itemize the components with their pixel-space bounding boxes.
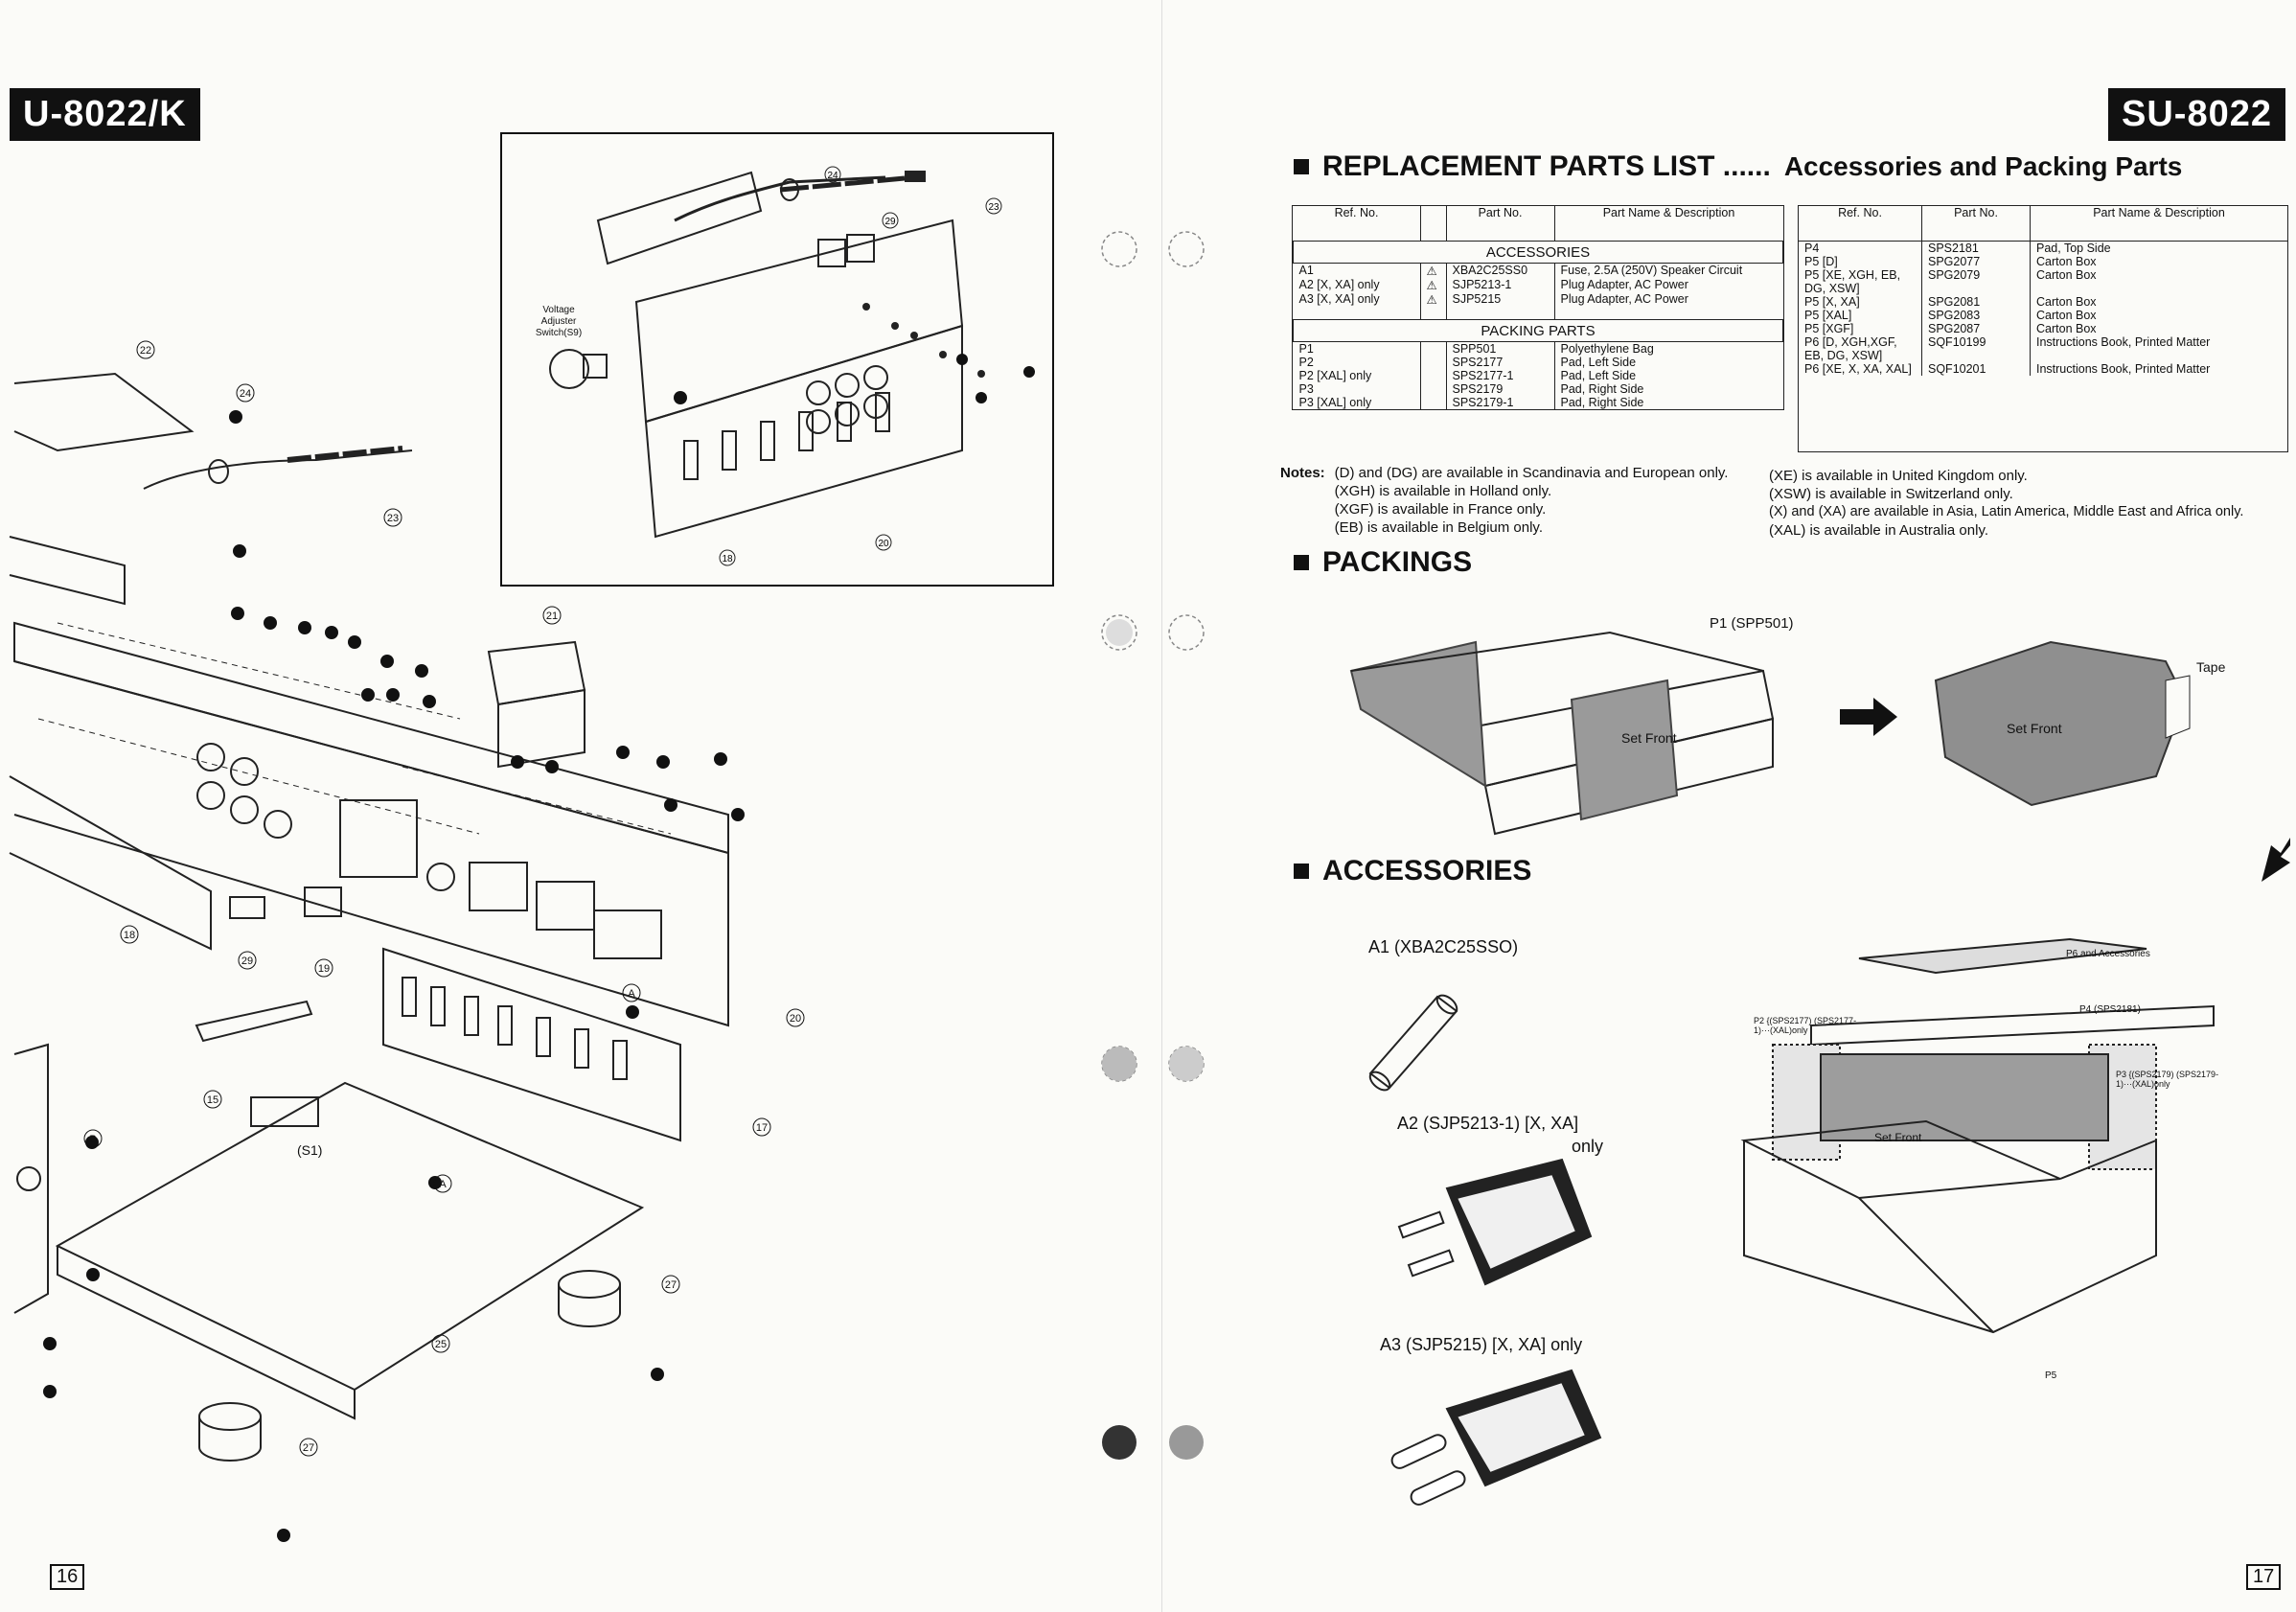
svg-text:15: 15 bbox=[207, 1094, 218, 1106]
svg-text:27: 27 bbox=[665, 1279, 677, 1291]
table-row: A2 [X, XA] only ⚠ SJP5213-1 Plug Adapter… bbox=[1294, 278, 1783, 292]
svg-text:29: 29 bbox=[884, 217, 896, 227]
caution-icon: ⚠ bbox=[1419, 292, 1446, 320]
svg-text:23: 23 bbox=[387, 513, 399, 524]
svg-text:20: 20 bbox=[790, 1013, 801, 1025]
replacement-parts-heading: REPLACEMENT PARTS LIST ...... Accessorie… bbox=[1294, 150, 2182, 183]
svg-text:25: 25 bbox=[435, 1339, 447, 1350]
p3-label: P3 {(SPS2179) (SPS2179-1)···(XAL)only bbox=[2116, 1070, 2219, 1089]
svg-text:27: 27 bbox=[303, 1442, 314, 1454]
inset-diagram-box: Voltage Adjuster Switch(S9) 24 23 bbox=[500, 132, 1054, 587]
bullet-square bbox=[1294, 159, 1309, 174]
svg-text:19: 19 bbox=[318, 963, 330, 975]
a2-label: A2 (SJP5213-1) [X, XA] bbox=[1397, 1114, 1579, 1133]
parts-table-right: Ref. No. Part No. Part Name & Descriptio… bbox=[1798, 205, 2288, 452]
page-number-left: 16 bbox=[50, 1564, 85, 1590]
page-fold bbox=[1161, 0, 1162, 1612]
svg-text:B: B bbox=[89, 1134, 96, 1145]
note-line: (X) and (XA) are available in Asia, Lati… bbox=[1769, 504, 2244, 519]
replacement-parts-title: REPLACEMENT PARTS LIST ...... bbox=[1322, 150, 1771, 182]
group-packing: PACKING PARTS bbox=[1293, 319, 1783, 342]
notes-label: Notes: bbox=[1280, 465, 1325, 481]
svg-text:A: A bbox=[439, 1179, 447, 1190]
table-row: A1 ⚠ XBA2C25SS0 Fuse, 2.5A (250V) Speake… bbox=[1294, 263, 1783, 278]
inset-drawing: 24 23 29 18 20 bbox=[549, 166, 1035, 566]
p4-label: P4 (SPS2181) bbox=[2079, 1004, 2141, 1015]
packings-heading: PACKINGS bbox=[1294, 546, 1472, 579]
svg-text:21: 21 bbox=[546, 610, 558, 622]
bullet-square bbox=[1294, 864, 1309, 879]
switch-s1-label: (S1) bbox=[297, 1142, 323, 1158]
model-badge-left: U-8022/K bbox=[10, 88, 200, 141]
note-line: (D) and (DG) are available in Scandinavi… bbox=[1334, 465, 1729, 481]
a3-label: A3 (SJP5215) [X, XA] only bbox=[1380, 1335, 1583, 1354]
accessories-title: ACCESSORIES bbox=[1322, 855, 1532, 887]
a1-label: A1 (XBA2C25SSO) bbox=[1368, 937, 1519, 956]
p5-label: P5 bbox=[2045, 1370, 2057, 1381]
note-line: (XE) is available in United Kingdom only… bbox=[1769, 468, 2028, 484]
svg-text:A: A bbox=[628, 988, 635, 1000]
punch-holes bbox=[1091, 230, 1225, 1476]
svg-text:24: 24 bbox=[827, 171, 838, 181]
caution-icon: ⚠ bbox=[1419, 278, 1446, 292]
group-accessories: ACCESSORIES bbox=[1293, 241, 1783, 264]
set-front-label: Set Front bbox=[1621, 730, 1677, 746]
p2-label: P2 {(SPS2177) (SPS2177-1)···(XAL)only bbox=[1754, 1016, 1857, 1035]
a2-only-label: only bbox=[1572, 1137, 1604, 1156]
table-row: A3 [X, XA] only ⚠ SJP5215 Plug Adapter, … bbox=[1294, 292, 1783, 320]
svg-text:22: 22 bbox=[140, 345, 151, 357]
caution-icon: ⚠ bbox=[1419, 263, 1446, 278]
col-ref: Ref. No. bbox=[1293, 206, 1420, 242]
notes-right: (XE) is available in United Kingdom only… bbox=[1769, 467, 2294, 540]
accessory-illustrations bbox=[1368, 994, 1602, 1506]
bullet-square bbox=[1294, 555, 1309, 570]
col-part: Part No. bbox=[1445, 206, 1554, 242]
svg-text:17: 17 bbox=[756, 1122, 768, 1134]
svg-text:24: 24 bbox=[240, 388, 251, 400]
col-desc: Part Name & Description bbox=[1553, 206, 1783, 242]
page-number-right: 17 bbox=[2246, 1564, 2282, 1590]
svg-text:29: 29 bbox=[241, 956, 253, 967]
tape-label: Tape bbox=[2196, 659, 2226, 675]
packing-illustration bbox=[1349, 631, 2290, 1334]
notes-left: Notes: (D) and (DG) are available in Sca… bbox=[1280, 464, 1759, 537]
voltage-switch-label: Voltage Adjuster Switch(S9) bbox=[535, 305, 583, 338]
accessories-heading: ACCESSORIES bbox=[1294, 855, 1531, 887]
exploded-view-drawing: 22 24 23 21 20 18 29 19 15 17 27 25 27 A… bbox=[9, 340, 805, 1542]
model-badge-right: SU-8022 bbox=[2108, 88, 2285, 141]
set-front-label-2: Set Front bbox=[2007, 721, 2062, 736]
svg-text:18: 18 bbox=[124, 930, 135, 941]
note-line: (XGF) is available in France only. bbox=[1334, 501, 1547, 518]
note-line: (EB) is available in Belgium only. bbox=[1334, 519, 1543, 536]
replacement-parts-subtitle: Accessories and Packing Parts bbox=[1783, 151, 2183, 181]
p1-label: P1 (SPP501) bbox=[1710, 615, 1794, 632]
svg-text:23: 23 bbox=[988, 202, 999, 213]
set-front-label-3: Set Front bbox=[1874, 1131, 1922, 1144]
note-line: (XSW) is available in Switzerland only. bbox=[1769, 486, 2013, 502]
parts-table-left: Ref. No. Part No. Part Name & Descriptio… bbox=[1292, 205, 1784, 410]
note-line: (XGH) is available in Holland only. bbox=[1334, 483, 1552, 499]
svg-text:18: 18 bbox=[722, 554, 733, 564]
packings-title: PACKINGS bbox=[1322, 546, 1473, 578]
note-line: (XAL) is available in Australia only. bbox=[1769, 522, 1988, 539]
p6-label: P6 and Accessories bbox=[2066, 949, 2150, 959]
svg-text:20: 20 bbox=[878, 539, 889, 549]
